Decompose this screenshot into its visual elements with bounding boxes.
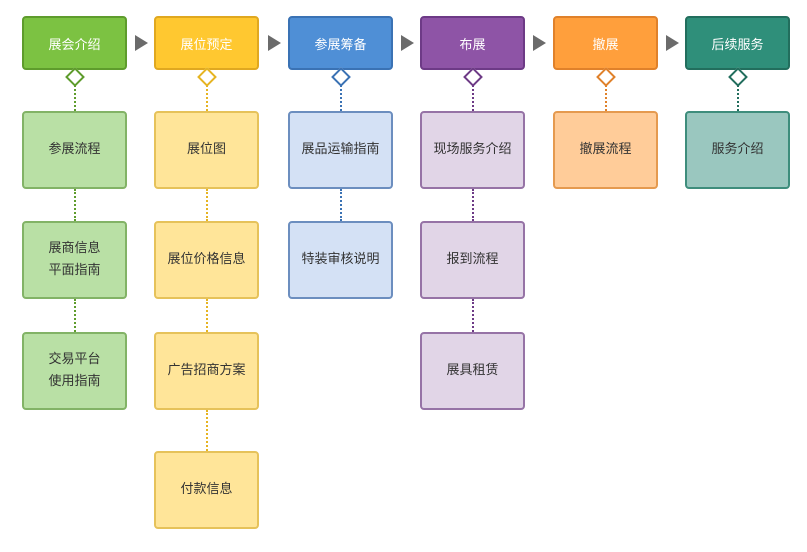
dotted-connector [471, 299, 474, 332]
step-node[interactable]: 付款信息 [154, 451, 259, 529]
connector-diamond-icon [330, 67, 351, 87]
connector-diamond-icon [196, 67, 217, 87]
flow-arrow-icon [401, 35, 414, 51]
connector-diamond-icon [64, 67, 85, 87]
dotted-connector [73, 85, 76, 111]
stage-header-4[interactable]: 布展 [420, 16, 525, 70]
step-node[interactable]: 参展流程 [22, 111, 127, 189]
stage-header-5[interactable]: 撤展 [553, 16, 658, 70]
flow-arrow-icon [666, 35, 679, 51]
step-node[interactable]: 广告招商方案 [154, 332, 259, 410]
step-node[interactable]: 特装审核说明 [288, 221, 393, 299]
dotted-connector [471, 189, 474, 221]
dotted-connector [471, 85, 474, 111]
step-node[interactable]: 现场服务介绍 [420, 111, 525, 189]
flow-arrow-icon [135, 35, 148, 51]
flow-arrow-icon [268, 35, 281, 51]
stage-header-6[interactable]: 后续服务 [685, 16, 790, 70]
stage-header-2[interactable]: 展位预定 [154, 16, 259, 70]
dotted-connector [604, 85, 607, 111]
step-node[interactable]: 展位图 [154, 111, 259, 189]
dotted-connector [736, 85, 739, 111]
step-node[interactable]: 服务介绍 [685, 111, 790, 189]
step-node[interactable]: 展位价格信息 [154, 221, 259, 299]
dotted-connector [205, 85, 208, 111]
dotted-connector [205, 299, 208, 332]
stage-header-1[interactable]: 展会介绍 [22, 16, 127, 70]
connector-diamond-icon [727, 67, 748, 87]
dotted-connector [205, 189, 208, 221]
step-node[interactable]: 交易平台 使用指南 [22, 332, 127, 410]
dotted-connector [73, 189, 76, 221]
dotted-connector [73, 299, 76, 332]
dotted-connector [339, 85, 342, 111]
connector-diamond-icon [462, 67, 483, 87]
connector-diamond-icon [595, 67, 616, 87]
step-node[interactable]: 展商信息 平面指南 [22, 221, 127, 299]
step-node[interactable]: 展品运输指南 [288, 111, 393, 189]
step-node[interactable]: 撤展流程 [553, 111, 658, 189]
dotted-connector [339, 189, 342, 221]
dotted-connector [205, 410, 208, 451]
step-node[interactable]: 报到流程 [420, 221, 525, 299]
stage-header-3[interactable]: 参展筹备 [288, 16, 393, 70]
step-node[interactable]: 展具租赁 [420, 332, 525, 410]
flow-arrow-icon [533, 35, 546, 51]
